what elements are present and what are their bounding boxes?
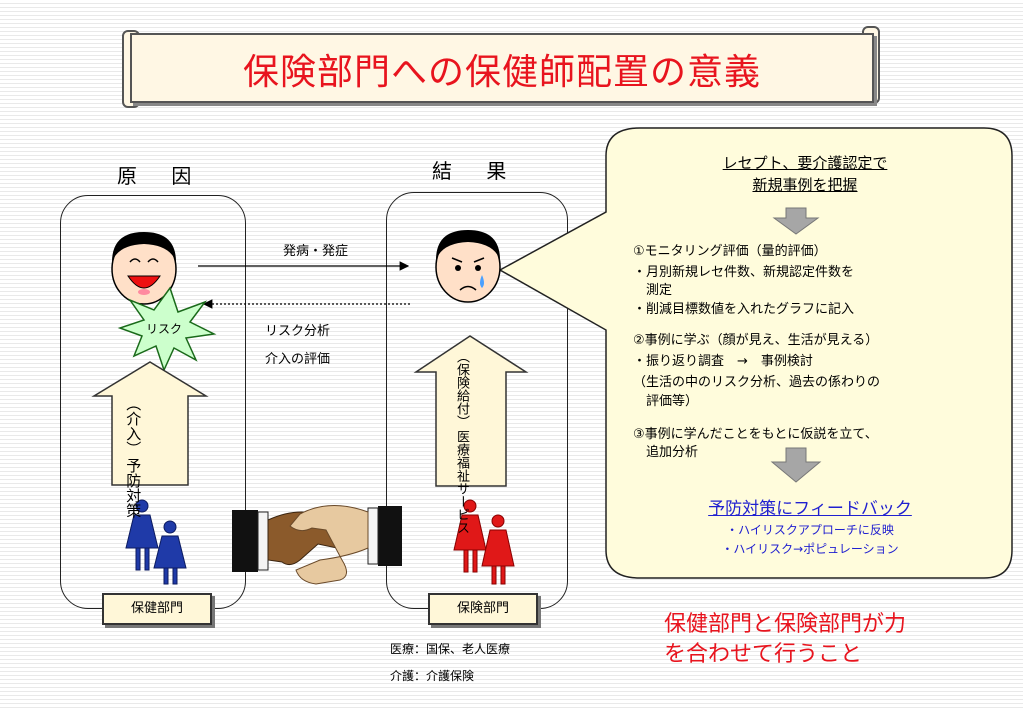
- bubble-line: ・月別新規レセ件数、新規認定件数を: [633, 265, 855, 280]
- risk-analysis-label: リスク分析: [265, 324, 331, 339]
- handshake-icon: [232, 504, 402, 585]
- bubble-down-arrow-2: [770, 447, 822, 483]
- bubble-line: 評価等）: [633, 394, 699, 409]
- prevention-arrow: [91, 361, 209, 486]
- bubble-line: ・振り返り調査 → 事例検討: [633, 354, 813, 369]
- bubble-heading-line1: レセプト、要介護認定で: [722, 154, 888, 172]
- prevention-text: 予防対策 （介入）: [124, 396, 143, 518]
- insurance-dept-label: 保険部門: [428, 593, 538, 625]
- feedback-title: 予防対策にフィードバック: [708, 499, 912, 519]
- health-staff-people-icon: [125, 499, 187, 585]
- bubble-line: ②事例に学ぶ（顔が見え、生活が見える）: [633, 333, 879, 348]
- risk-badge-label: リスク: [146, 322, 183, 336]
- bubble-line: 追加分析: [633, 445, 699, 460]
- conclusion-text: 保健部門と保険部門が力 を合わせて行うこと: [664, 610, 906, 670]
- bubble-line: ・削減目標数値を入れたグラフに記入: [633, 302, 855, 317]
- service-line1: 医療福祉サービス: [453, 430, 469, 534]
- service-line2: （保険給付）: [453, 350, 469, 428]
- bubble-heading: レセプト、要介護認定で 新規事例を把握: [690, 152, 920, 196]
- bubble-line: ①モニタリング評価（量的評価）: [633, 244, 827, 259]
- happy-face-icon: [111, 232, 177, 305]
- prevention-line1: 予防対策: [124, 458, 143, 518]
- header-result: 結 果: [432, 159, 521, 183]
- bubble-down-arrow-1: [772, 207, 820, 235]
- feedback-item1: ・ハイリスクアプローチに反映: [726, 523, 894, 537]
- insurance-staff-people-icon: [453, 499, 515, 585]
- title-banner: 保険部門への保健師配置の意義: [130, 33, 874, 103]
- bubble-line: （生活の中のリスク分析、過去の係わりの: [633, 375, 881, 390]
- feedback-item2: ・ハイリスク→ポピュレーション: [721, 542, 899, 556]
- intervention-eval-label: 介入の評価: [265, 352, 331, 367]
- footnote-medical: 医療：国保、老人医療: [390, 642, 511, 656]
- bubble-heading-line2: 新規事例を把握: [752, 176, 858, 194]
- header-cause: 原 因: [117, 164, 206, 188]
- sad-face-icon: [435, 230, 501, 303]
- service-arrow: [413, 335, 529, 487]
- conclusion-line2: を合わせて行うこと: [664, 642, 863, 667]
- onset-label: 発病・発症: [283, 244, 349, 259]
- prevention-line2: （介入）: [124, 396, 143, 456]
- info-bubble: [498, 127, 1013, 579]
- health-dept-label: 保健部門: [102, 593, 212, 625]
- conclusion-line1: 保健部門と保険部門が力: [664, 612, 907, 637]
- footnote-care: 介護：介護保険: [390, 669, 475, 683]
- feedback-block: 予防対策にフィードバック ・ハイリスクアプローチに反映 ・ハイリスク→ポピュレー…: [650, 494, 970, 557]
- service-text: 医療福祉サービス （保険給付）: [453, 350, 469, 534]
- page-title: 保険部門への保健師配置の意義: [242, 52, 761, 93]
- bubble-line: ③事例に学んだことをもとに仮説を立て、: [633, 427, 878, 442]
- bubble-line: 測定: [633, 283, 673, 298]
